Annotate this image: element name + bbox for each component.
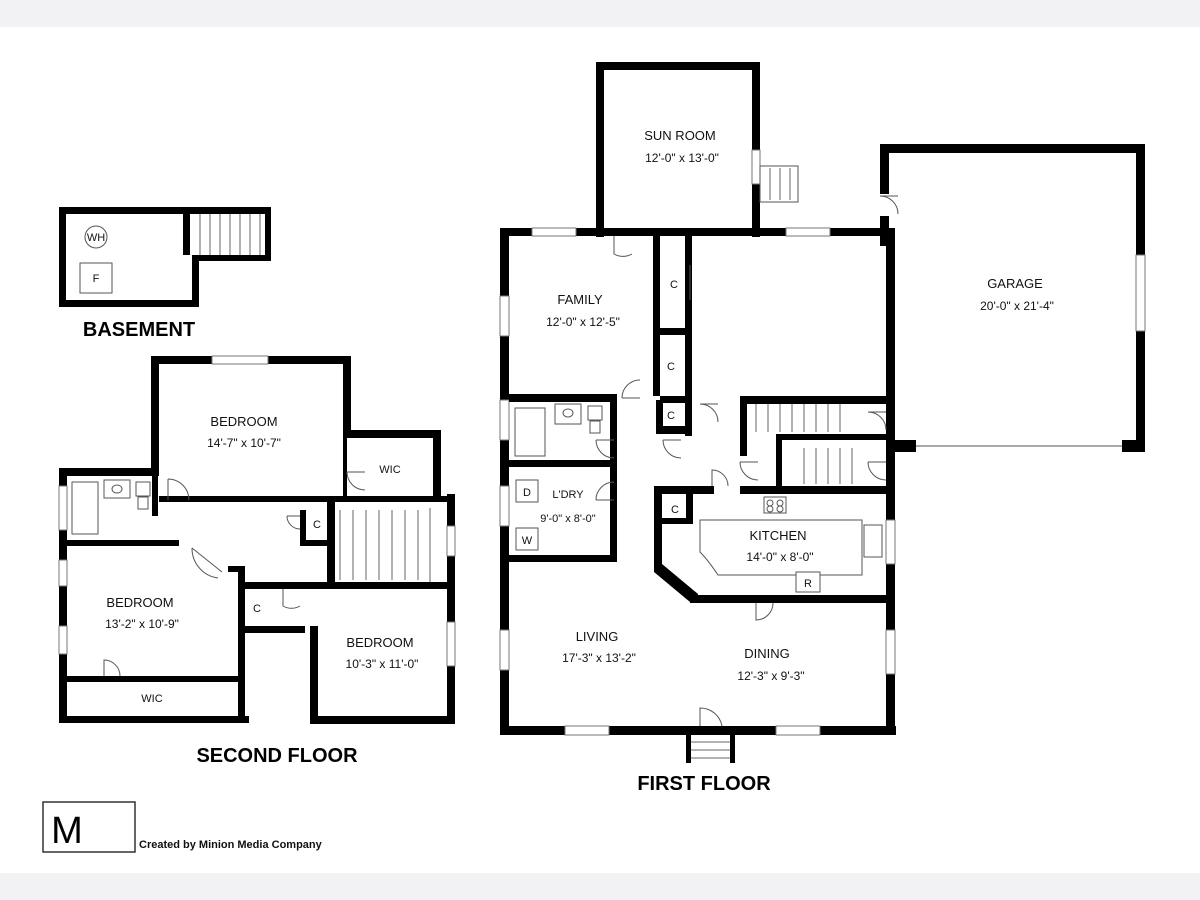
dining-dims: 12'-3" x 9'-3" bbox=[737, 669, 804, 683]
sun-room-dims: 12'-0" x 13'-0" bbox=[645, 151, 719, 165]
credit-text: Created by Minion Media Company bbox=[139, 839, 323, 851]
bedroom-right-dims: 10'-3" x 11'-0" bbox=[346, 657, 419, 671]
laundry-name: L'DRY bbox=[552, 489, 584, 501]
logo-mark: M bbox=[51, 810, 83, 852]
living-dims: 17'-3" x 13'-2" bbox=[562, 651, 636, 665]
logo-box bbox=[42, 801, 136, 853]
wic-top-label: WIC bbox=[379, 464, 400, 476]
dryer-label: D bbox=[523, 487, 531, 499]
washer-label: W bbox=[522, 535, 533, 547]
dining-name: DINING bbox=[744, 646, 790, 661]
bedroom-top-dims: 14'-7" x 10'-7" bbox=[207, 436, 281, 450]
dryer-icon bbox=[515, 479, 539, 503]
sun-room-name: SUN ROOM bbox=[644, 128, 716, 143]
kitchen-dims: 14'-0" x 8'-0" bbox=[746, 550, 813, 564]
garage-dims: 20'-0" x 21'-4" bbox=[980, 299, 1054, 313]
furnace-label: F bbox=[93, 273, 100, 285]
washer-icon bbox=[515, 527, 539, 551]
laundry-dims: 9'-0" x 8'-0" bbox=[540, 513, 596, 525]
second-floor-title: SECOND FLOOR bbox=[196, 745, 358, 767]
living-name: LIVING bbox=[576, 629, 619, 644]
garage-name: GARAGE bbox=[987, 276, 1043, 291]
kitchen-name: KITCHEN bbox=[749, 528, 806, 543]
closet-label: C bbox=[671, 504, 679, 516]
water-heater-icon bbox=[84, 225, 108, 249]
bedroom-left-dims: 13'-2" x 10'-9" bbox=[105, 617, 179, 631]
family-name: FAMILY bbox=[557, 292, 603, 307]
closet-label: C bbox=[667, 410, 675, 422]
refrigerator-label: R bbox=[804, 578, 812, 590]
second-floor: BEDROOM 14'-7" x 10'-7" WIC BEDROOM 13'-… bbox=[58, 355, 456, 767]
bedroom-left-name: BEDROOM bbox=[106, 595, 173, 610]
basement: WH F BASEMENT bbox=[59, 207, 271, 341]
closet-label: C bbox=[670, 279, 678, 291]
first-floor: D W R bbox=[499, 62, 1146, 795]
wic-bottom-label: WIC bbox=[141, 693, 162, 705]
closet-label: C bbox=[313, 519, 321, 531]
refrigerator-icon bbox=[795, 571, 821, 593]
closet-label: C bbox=[667, 361, 675, 373]
branding: M Created by Minion Media Company bbox=[42, 801, 323, 853]
closet-label: C bbox=[253, 603, 261, 615]
family-dims: 12'-0" x 12'-5" bbox=[546, 315, 620, 329]
furnace-icon bbox=[79, 262, 113, 294]
bedroom-right-name: BEDROOM bbox=[346, 635, 413, 650]
basement-title: BASEMENT bbox=[83, 319, 195, 341]
bedroom-top-name: BEDROOM bbox=[210, 414, 277, 429]
first-floor-title: FIRST FLOOR bbox=[637, 773, 771, 795]
water-heater-label: WH bbox=[87, 232, 105, 244]
